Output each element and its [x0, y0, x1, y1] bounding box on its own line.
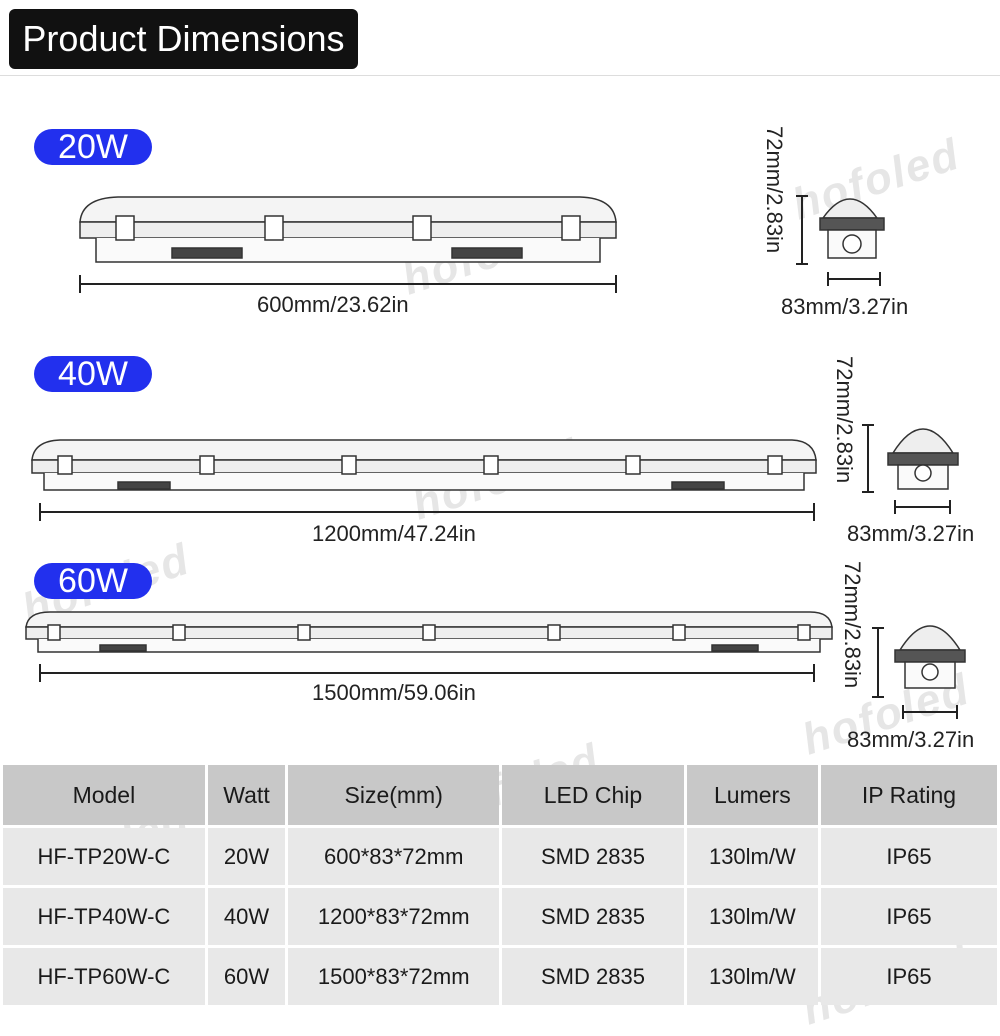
cell-led-chip: SMD 2835: [502, 948, 684, 1005]
fixture-20w-side: [79, 196, 617, 263]
table-row: HF-TP60W-C 60W 1500*83*72mm SMD 2835 130…: [3, 948, 997, 1005]
badge-60w: 60W: [34, 563, 152, 599]
cell-watt: 40W: [207, 888, 286, 945]
cell-ip-rating: IP65: [820, 828, 997, 885]
width-label-40w: 83mm/3.27in: [847, 521, 975, 546]
width-label-60w: 83mm/3.27in: [847, 727, 975, 752]
cell-ip-rating: IP65: [820, 888, 997, 945]
cell-size: 1500*83*72mm: [288, 948, 500, 1005]
length-label-20w: 600mm/23.62in: [257, 292, 409, 317]
header-watt: Watt: [207, 765, 286, 825]
cell-led-chip: SMD 2835: [502, 888, 684, 945]
header-led-chip: LED Chip: [502, 765, 684, 825]
header-lumers: Lumers: [686, 765, 818, 825]
badge-40w: 40W: [34, 356, 152, 392]
cell-watt: 60W: [207, 948, 286, 1005]
cell-model: HF-TP20W-C: [3, 828, 205, 885]
cell-model: HF-TP60W-C: [3, 948, 205, 1005]
length-dimension-40w: [39, 503, 815, 521]
fixture-40w-side: [31, 439, 817, 491]
length-dimension-20w: [79, 275, 617, 293]
cell-size: 1200*83*72mm: [288, 888, 500, 945]
height-label-60w: 72mm/2.83in: [840, 561, 865, 689]
length-label-40w: 1200mm/47.24in: [312, 521, 476, 546]
cell-watt: 20W: [207, 828, 286, 885]
table-row: HF-TP40W-C 40W 1200*83*72mm SMD 2835 130…: [3, 888, 997, 945]
cell-ip-rating: IP65: [820, 948, 997, 1005]
cell-lumers: 130lm/W: [686, 828, 818, 885]
fixture-40w-end: [887, 428, 959, 490]
height-label-20w: 72mm/2.83in: [762, 126, 787, 254]
table-header-row: Model Watt Size(mm) LED Chip Lumers IP R…: [3, 765, 997, 825]
badge-20w: 20W: [34, 129, 152, 165]
spec-table: Model Watt Size(mm) LED Chip Lumers IP R…: [0, 762, 1000, 1008]
cell-lumers: 130lm/W: [686, 948, 818, 1005]
height-label-40w: 72mm/2.83in: [832, 356, 857, 484]
length-label-60w: 1500mm/59.06in: [312, 680, 476, 705]
fixture-60w-end: [894, 625, 966, 689]
table-row: HF-TP20W-C 20W 600*83*72mm SMD 2835 130l…: [3, 828, 997, 885]
length-dimension-60w: [39, 664, 815, 682]
cell-lumers: 130lm/W: [686, 888, 818, 945]
header-ip-rating: IP Rating: [820, 765, 997, 825]
cell-size: 600*83*72mm: [288, 828, 500, 885]
width-label-20w: 83mm/3.27in: [781, 294, 909, 319]
divider: [0, 75, 1000, 76]
cell-led-chip: SMD 2835: [502, 828, 684, 885]
header-model: Model: [3, 765, 205, 825]
header-size: Size(mm): [288, 765, 500, 825]
fixture-60w-side: [25, 611, 833, 653]
page-title: Product Dimensions: [9, 9, 358, 69]
cell-model: HF-TP40W-C: [3, 888, 205, 945]
fixture-20w-end: [819, 198, 885, 259]
